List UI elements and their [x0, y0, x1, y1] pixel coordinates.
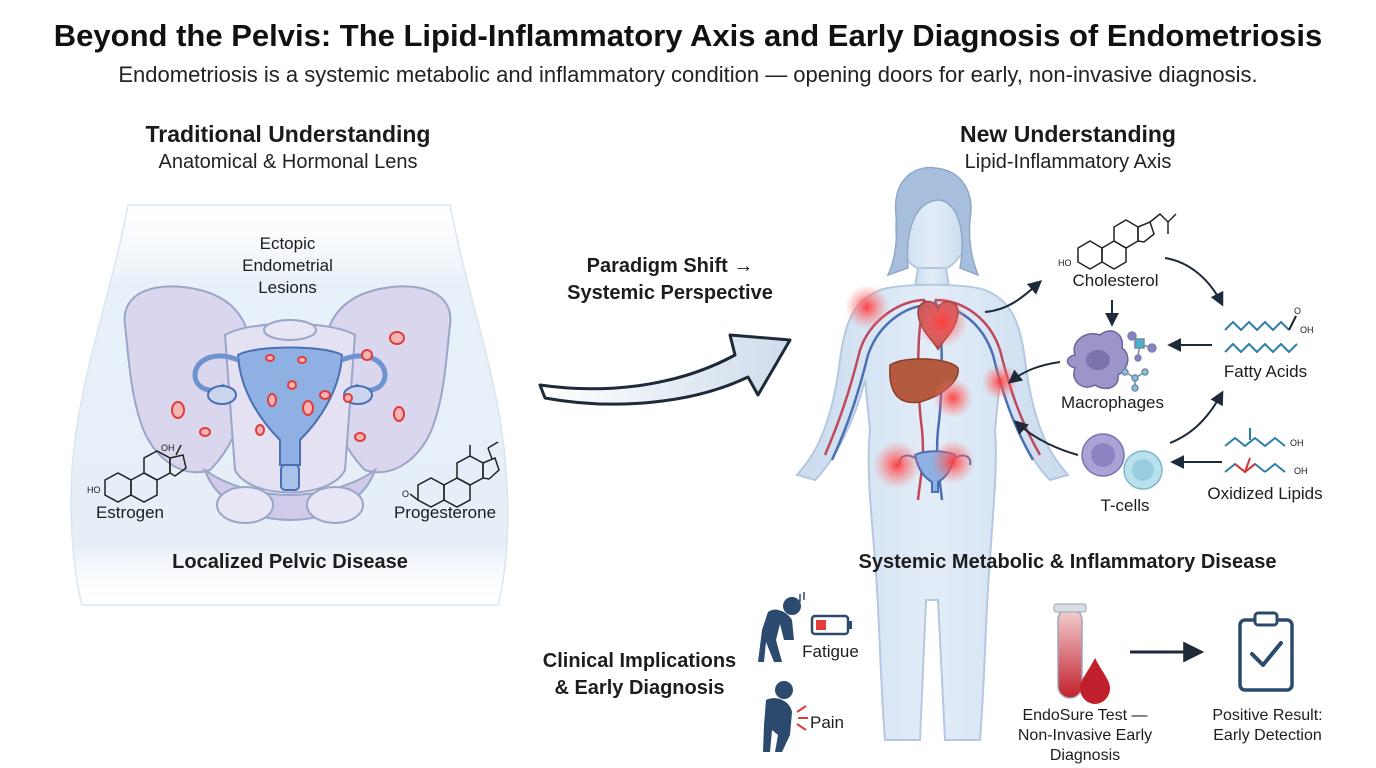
test-label-line-3: Diagnosis	[1049, 747, 1121, 764]
new-understanding-subheading: Lipid-Inflammatory Axis	[964, 151, 1172, 173]
lipid-oh-label: OH	[1290, 438, 1304, 448]
traditional-heading: Traditional Understanding	[145, 121, 431, 147]
clinical-heading-line-1: Clinical Implications	[542, 650, 737, 672]
uterus-icon	[192, 346, 388, 491]
hair	[886, 166, 980, 277]
lesion-label-line-3: Lesions	[258, 278, 317, 297]
fatigue-person-icon	[758, 592, 852, 662]
paradigm-shift-label: Paradigm Shift → Systemic Perspective	[545, 253, 795, 307]
test-label-line-2: Non-Invasive Early	[1017, 727, 1153, 744]
blood-test-tube-icon	[1053, 603, 1110, 704]
cholesterol-label: Cholesterol	[1072, 271, 1159, 290]
localized-disease-label: Localized Pelvic Disease	[172, 551, 408, 573]
lesion-label-line-1: Ectopic	[259, 234, 316, 253]
t-cells-icon	[1081, 433, 1163, 490]
molecule-cluster-icon	[1121, 331, 1157, 392]
macrophage-icon	[1066, 330, 1129, 390]
estrogen-label: Estrogen	[95, 503, 165, 522]
t-cells-label: T-cells	[1100, 496, 1150, 515]
ectopic-lesions	[171, 331, 405, 442]
inflammation-hotspots	[845, 285, 1018, 489]
paradigm-shift-line-2: Systemic Perspective	[567, 282, 773, 304]
fatty-acid-chains-icon	[1224, 315, 1298, 354]
clipboard-check-icon	[1238, 611, 1294, 692]
macrophages-label: Macrophages	[1060, 393, 1164, 412]
endosure-test-label: EndoSure Test — Non-Invasive Early Diagn…	[1000, 706, 1170, 766]
fatigue-label: Fatigue	[802, 642, 859, 661]
cholesterol-ho-label: HO	[1058, 258, 1072, 268]
progesterone-label: Progesterone	[393, 503, 497, 522]
clinical-heading-line-2: & Early Diagnosis	[554, 677, 725, 699]
axis-flow-arrows	[984, 257, 1224, 469]
clinical-implications-heading: Clinical Implications & Early Diagnosis	[522, 648, 757, 702]
result-label-line-1: Positive Result:	[1212, 707, 1323, 724]
fatty-acids-label: Fatty Acids	[1223, 362, 1308, 381]
paradigm-shift-line-1: Paradigm Shift →	[586, 255, 754, 277]
oxidized-lipids-label: Oxidized Lipids	[1207, 484, 1323, 503]
estrogen-molecule-icon	[104, 444, 187, 503]
positive-result-label: Positive Result: Early Detection	[1195, 706, 1340, 746]
cholesterol-molecule-icon	[1077, 212, 1177, 270]
oxidized-oh-label: OH	[1294, 466, 1308, 476]
traditional-subheading: Anatomical & Hormonal Lens	[158, 151, 418, 173]
lesion-label: Ectopic Endometrial Lesions	[220, 233, 355, 299]
estrogen-oh-label: OH	[161, 443, 175, 453]
page-title: Beyond the Pelvis: The Lipid-Inflammator…	[53, 18, 1323, 53]
progesterone-o-label: O	[402, 489, 410, 499]
fatty-acid-o-label: O	[1294, 306, 1302, 316]
paradigm-shift-arrow	[538, 333, 792, 406]
systemic-disease-label: Systemic Metabolic & Inflammatory Diseas…	[858, 551, 1277, 573]
pain-person-icon	[763, 681, 808, 752]
page-subtitle: Endometriosis is a systemic metabolic an…	[118, 62, 1258, 87]
oxidized-lipid-chains-icon	[1224, 428, 1286, 474]
new-understanding-heading: New Understanding	[960, 121, 1176, 147]
lesion-label-line-2: Endometrial	[242, 256, 333, 275]
fatty-acid-oh-label: OH	[1300, 325, 1314, 335]
progesterone-molecule-icon	[409, 441, 500, 508]
result-label-line-2: Early Detection	[1213, 727, 1322, 744]
test-label-line-1: EndoSure Test —	[1022, 707, 1148, 724]
pain-label: Pain	[809, 713, 845, 732]
estrogen-ho-label: HO	[87, 485, 101, 495]
